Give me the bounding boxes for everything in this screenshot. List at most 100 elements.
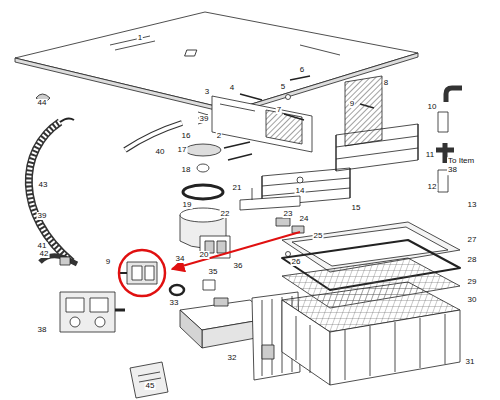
water-valve — [217, 241, 226, 253]
callout-number: 45 — [145, 382, 156, 390]
highlight-arrow — [172, 232, 300, 269]
callout-number: 25 — [313, 232, 324, 240]
callout-number: 5 — [280, 83, 286, 91]
callout-number: 29 — [467, 278, 478, 286]
callout-number: 4 — [229, 84, 235, 92]
cap — [203, 280, 215, 290]
inlet-valve — [60, 292, 115, 332]
circled-solenoid — [127, 262, 157, 284]
callout-number: 16 — [181, 132, 192, 140]
top-plate — [300, 45, 340, 55]
callout-number: 34 — [175, 255, 186, 263]
bracket-panel — [220, 104, 255, 111]
callout-number: 30 — [467, 296, 478, 304]
callout-number: 33 — [169, 299, 180, 307]
callout-number: 28 — [467, 256, 478, 264]
callout-number: 3 — [204, 88, 210, 96]
tray-stack — [292, 227, 448, 266]
control-housing — [180, 310, 202, 348]
highlight-circle — [119, 250, 165, 296]
bracket-panel — [212, 96, 312, 152]
pump-assembly — [183, 185, 223, 199]
top-plate — [232, 53, 418, 114]
short-hose — [125, 123, 182, 150]
callout-number: To Item 38 — [447, 157, 477, 175]
top-plate — [15, 58, 232, 114]
callout-number: 15 — [351, 204, 362, 212]
control-board — [262, 345, 274, 359]
callout-number: 42 — [39, 250, 50, 258]
callout-number: 10 — [427, 103, 438, 111]
rack-rails — [336, 124, 418, 171]
mounting-bracket — [286, 252, 291, 257]
callout-number: 36 — [233, 262, 244, 270]
callout-number: 7 — [276, 106, 282, 114]
callout-number: 41 — [37, 242, 48, 250]
callout-number: 35 — [208, 268, 219, 276]
callout-number: 21 — [232, 184, 243, 192]
callout-number: 19 — [182, 201, 193, 209]
inlet-valve — [115, 309, 125, 312]
small-screws — [228, 154, 252, 160]
callout-number: 27 — [467, 236, 478, 244]
mounting-bracket — [252, 188, 253, 200]
tray-stack — [282, 300, 330, 385]
inlet-valve — [70, 317, 80, 327]
callout-number: 1 — [137, 34, 143, 42]
inlet-valve — [90, 298, 108, 312]
short-hose — [125, 123, 182, 150]
o-ring — [170, 285, 184, 295]
callout-number: 31 — [465, 358, 476, 366]
pump-assembly — [197, 164, 209, 172]
callout-number: 38 — [37, 326, 48, 334]
small-screws — [290, 76, 310, 80]
rack-rails — [336, 124, 418, 171]
callout-number: 18 — [181, 166, 192, 174]
circled-solenoid — [145, 266, 154, 280]
callout-number: 12 — [427, 183, 438, 191]
callout-number: 11 — [425, 151, 435, 159]
small-screws — [286, 95, 291, 100]
pipe-fittings — [438, 112, 448, 132]
callout-number: 39 — [199, 115, 210, 123]
manual-booklet — [130, 362, 168, 398]
callout-number: 9 — [349, 100, 355, 108]
callout-number: 8 — [383, 79, 389, 87]
callout-number: 6 — [299, 66, 305, 74]
top-plate — [185, 50, 197, 56]
circled-solenoid — [132, 266, 142, 280]
callout-number: 17 — [177, 146, 188, 154]
pipe-fittings — [446, 88, 462, 102]
bracket-panel — [266, 110, 302, 144]
callout-number: 13 — [467, 201, 478, 209]
callout-number: 9 — [105, 258, 111, 266]
bracket-panel — [212, 96, 312, 152]
tray-stack — [296, 314, 445, 380]
callout-number: 20 — [199, 251, 210, 259]
short-hose — [125, 123, 182, 150]
pump-assembly — [180, 112, 226, 248]
small-screws — [224, 142, 250, 148]
manual-booklet — [138, 372, 160, 376]
callout-number: 44 — [37, 99, 48, 107]
small-screws — [284, 114, 304, 120]
inlet-valve — [95, 317, 105, 327]
callout-number: 32 — [227, 354, 238, 362]
tray-stack — [282, 222, 460, 385]
control-housing — [214, 298, 228, 306]
circled-solenoid — [118, 262, 157, 284]
callout-number: 2 — [216, 132, 222, 140]
inlet-valve — [66, 298, 84, 312]
o-ring — [170, 285, 184, 295]
drain-hose — [29, 122, 72, 262]
vent-grille — [345, 76, 382, 146]
callout-number: 14 — [295, 187, 306, 195]
drain-hose — [29, 122, 72, 262]
callout-number: 24 — [299, 215, 310, 223]
drain-hose — [29, 118, 74, 262]
highlight-circle — [119, 250, 165, 296]
pump-assembly — [185, 144, 221, 156]
drain-hose — [60, 118, 74, 122]
